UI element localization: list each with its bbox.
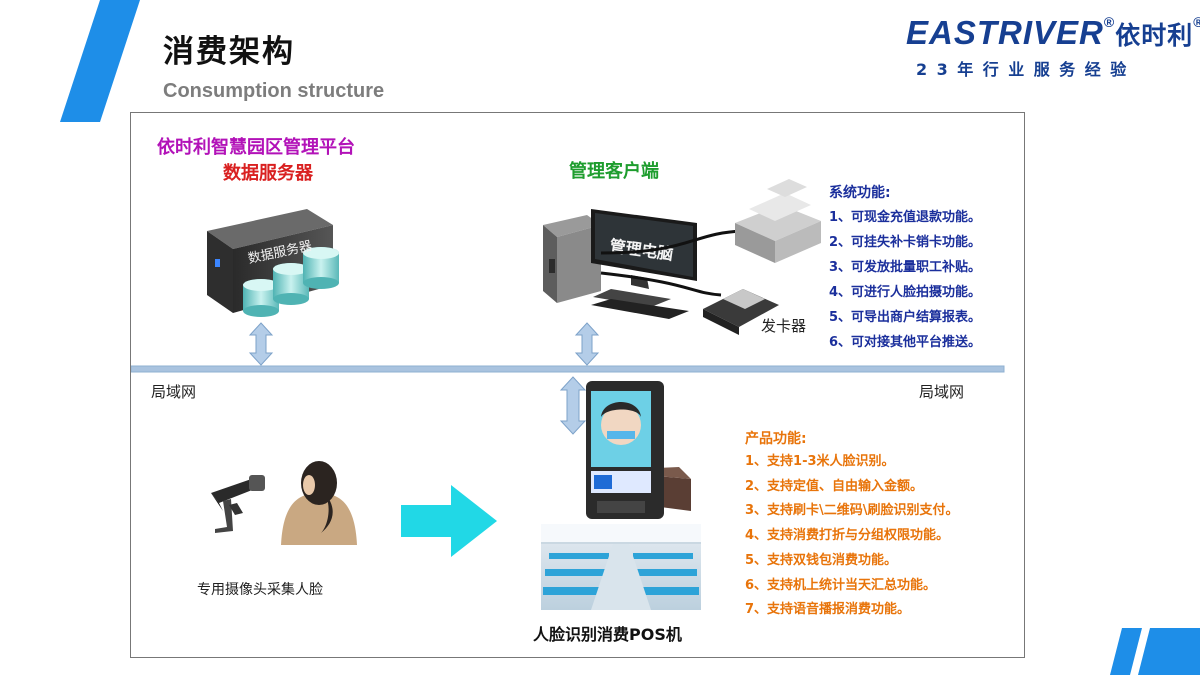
- product-function-item: 2、支持定值、自由输入金额。: [745, 478, 924, 494]
- system-function-item: 2、可挂失补卡销卡功能。: [829, 235, 982, 250]
- server-lan-arrow: [248, 322, 274, 366]
- product-function-item: 6、支持机上统计当天汇总功能。: [745, 577, 937, 593]
- page-subtitle: Consumption structure: [163, 80, 385, 102]
- camera-to-pos-arrow: [401, 485, 497, 557]
- management-computer-icon: [543, 209, 697, 319]
- product-function-item: 7、支持语音播报消费功能。: [745, 602, 911, 618]
- client-lan-arrow: [574, 322, 600, 366]
- product-function-item: 4、支持消费打折与分组权限功能。: [745, 528, 950, 544]
- lan-label-left: 局域网: [151, 383, 197, 401]
- system-function-item: 6、可对接其他平台推送。: [829, 335, 982, 350]
- card-reader-cable: [600, 271, 722, 297]
- page-title: 消费架构: [163, 34, 295, 70]
- logo-brand-cn: 依时利: [1115, 21, 1194, 50]
- logo-tagline: 23年行业服务经验: [916, 60, 1136, 79]
- printer-icon: [735, 179, 821, 263]
- logo-brand: EASTRIVER: [906, 14, 1104, 51]
- lan-label-right: 局域网: [919, 383, 965, 401]
- logo-reg-mark: ®: [1103, 14, 1116, 30]
- product-function-item: 3、支持刷卡\二维码\刷脸识别支付。: [745, 503, 959, 519]
- product-functions-list: 产品功能: 1、支持1-3米人脸识别。 2、支持定值、自由输入金额。 3、支持刷…: [745, 428, 959, 623]
- card-issuer-icon: [703, 289, 779, 335]
- bottom-right-accent-stripe: [1110, 628, 1200, 675]
- pos-caption: 人脸识别消费POS机: [533, 625, 682, 644]
- card-issuer-label: 发卡器: [761, 317, 807, 335]
- server-subtitle: 数据服务器: [223, 163, 313, 184]
- diagram-graphics: 数据服务器 管理电脑: [131, 179, 1005, 610]
- top-left-accent-stripe: [60, 0, 140, 122]
- pos-lan-arrow: [559, 376, 587, 435]
- logo-reg-mark-2: ®: [1193, 14, 1200, 30]
- architecture-diagram: 数据服务器 管理电脑: [130, 112, 1025, 658]
- data-server-icon: [207, 209, 339, 317]
- product-functions-title: 产品功能:: [745, 431, 807, 447]
- system-function-item: 5、可导出商户结算报表。: [829, 310, 982, 325]
- camera-caption: 专用摄像头采集人脸: [197, 582, 323, 598]
- face-camera-icon: [211, 475, 265, 533]
- system-functions-list: 系统功能: 1、可现金充值退款功能。 2、可挂失补卡销卡功能。 3、可发放批量职…: [829, 181, 981, 355]
- server-platform-title: 依时利智慧园区管理平台: [157, 137, 355, 158]
- company-logo: EASTRIVER®依时利® 23年行业服务经验: [906, 14, 1200, 84]
- system-function-item: 3、可发放批量职工补贴。: [829, 260, 982, 275]
- system-function-item: 4、可进行人脸拍摄功能。: [829, 285, 982, 300]
- lan-line: [131, 365, 1005, 373]
- person-photo: [281, 461, 357, 545]
- management-client-title: 管理客户端: [569, 161, 659, 182]
- product-function-item: 5、支持双钱包消费功能。: [745, 552, 898, 568]
- printer-cable: [600, 229, 744, 255]
- system-functions-title: 系统功能:: [829, 185, 891, 201]
- product-function-item: 1、支持1-3米人脸识别。: [745, 454, 895, 469]
- face-recognition-pos-icon: [586, 381, 691, 519]
- dining-hall-photo: [541, 524, 701, 610]
- system-function-item: 1、可现金充值退款功能。: [829, 210, 982, 225]
